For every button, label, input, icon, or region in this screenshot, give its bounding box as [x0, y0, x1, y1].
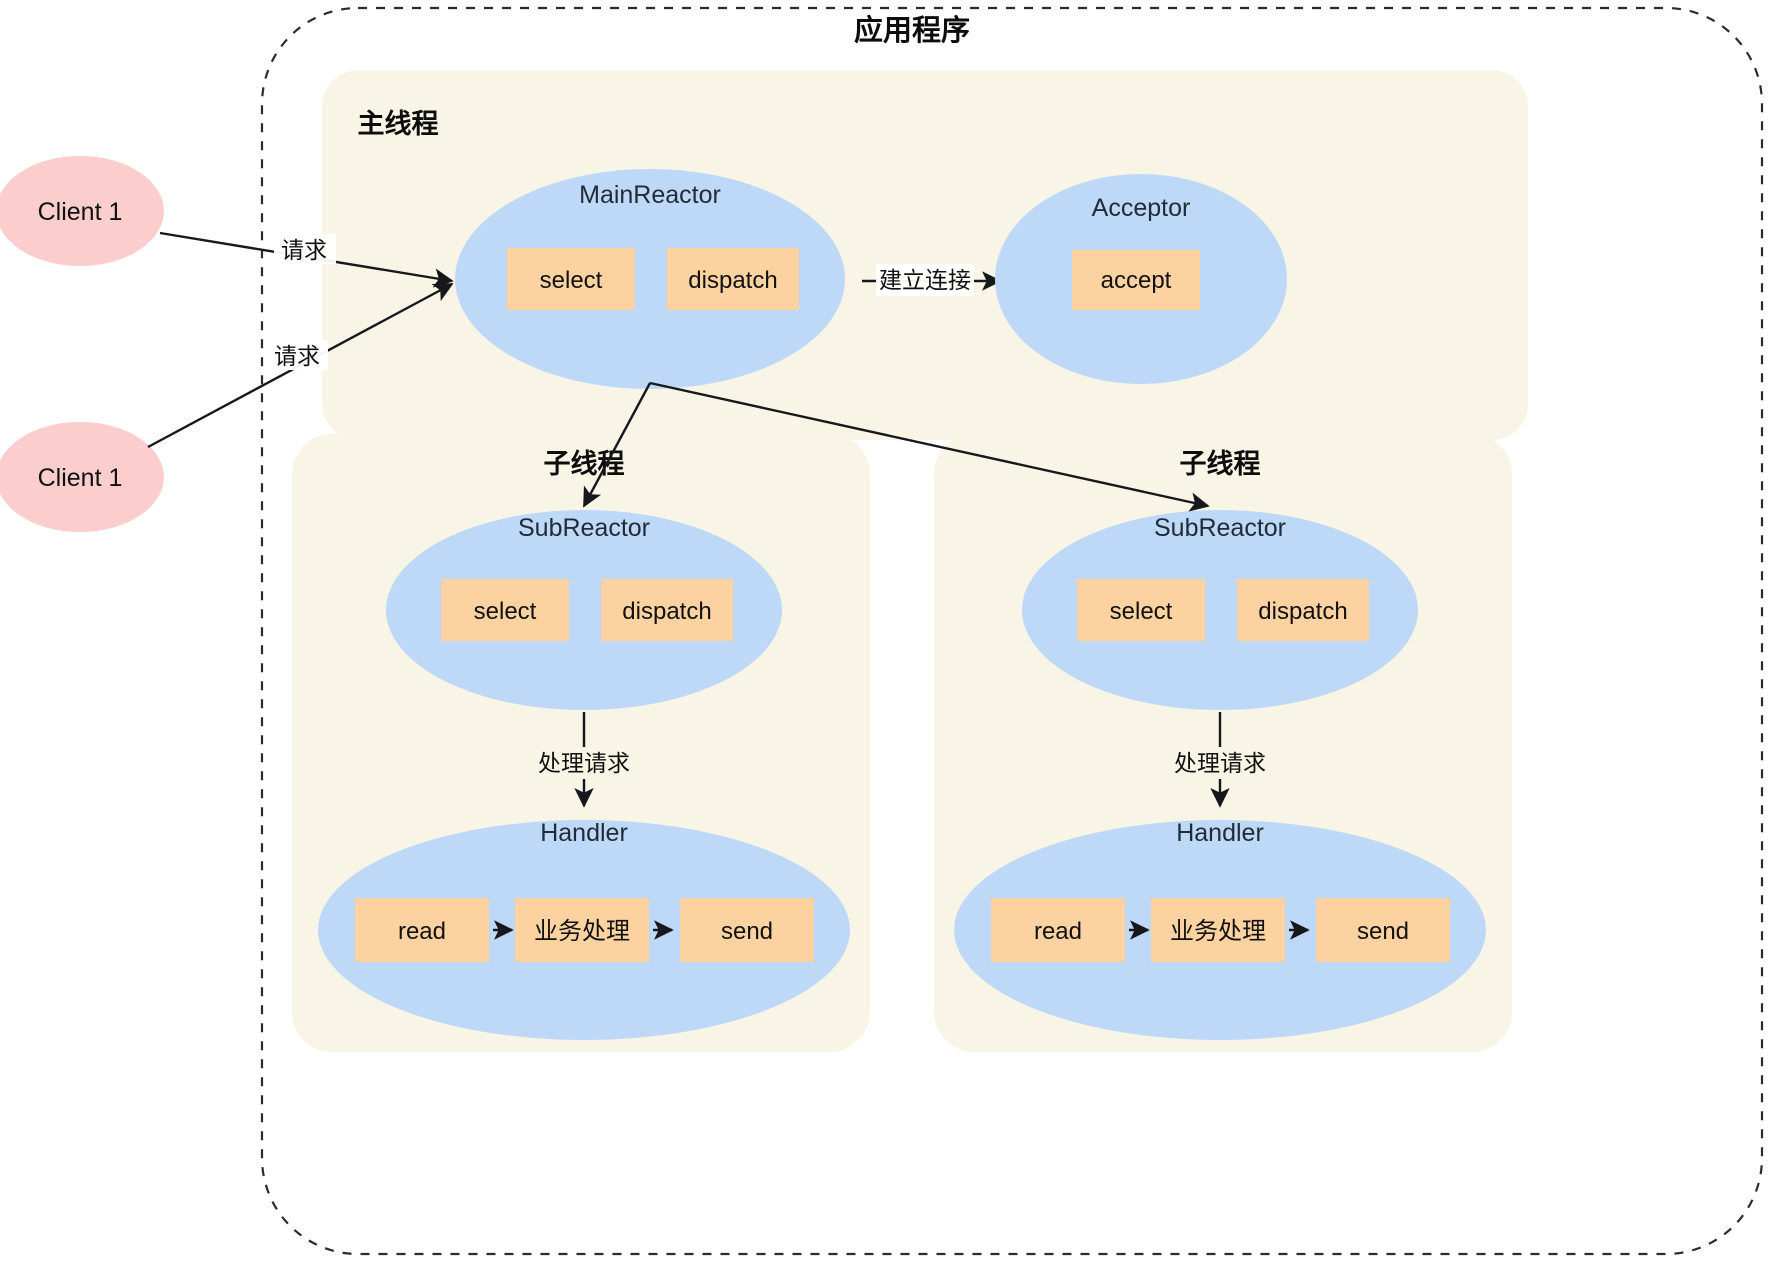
client-1-request-label-bg [274, 234, 336, 264]
sub-reactor-2-dispatch-box[interactable] [1237, 579, 1369, 641]
handler-1-title: Handler [540, 819, 628, 847]
main-reactor-dispatch-label: dispatch [688, 267, 777, 294]
client-2-label: Client 1 [38, 464, 123, 492]
main-thread-title: 主线程 [358, 109, 439, 139]
sub-thread-2-handle-label: 处理请求 [1174, 750, 1266, 776]
client-1-request-label: 请求 [281, 237, 327, 263]
client-2-request-label: 请求 [274, 343, 320, 369]
handler-2-send-label: send [1357, 918, 1409, 945]
sub-reactor-2-dispatch-label: dispatch [1258, 598, 1347, 625]
client-1-ellipse[interactable] [0, 156, 164, 266]
client-1-label: Client 1 [38, 198, 123, 226]
sub-reactor-1-title: SubReactor [518, 514, 650, 542]
sub-reactor-2-select-label: select [1110, 598, 1173, 625]
client-2-request-label-bg [266, 340, 328, 370]
main-reactor-ellipse[interactable] [455, 169, 845, 389]
handler-2-business-label: 业务处理 [1170, 918, 1266, 945]
handler-1-read-label: read [398, 918, 446, 945]
sub-reactor-1-select-box[interactable] [441, 579, 569, 641]
handler-2-send-box[interactable] [1316, 898, 1450, 962]
main-to-sub-reactor-2-arrow [649, 381, 1210, 512]
handler-1-send-box[interactable] [680, 898, 814, 962]
sub-reactor-1-dispatch-label: dispatch [622, 598, 711, 625]
acceptor-accept-box[interactable] [1072, 250, 1200, 310]
main-reactor-dispatch-box[interactable] [667, 248, 799, 310]
acceptor-accept-label: accept [1101, 267, 1172, 294]
handler-2-read-label: read [1034, 918, 1082, 945]
sub-reactor-1-dispatch-box[interactable] [601, 579, 733, 641]
sub-reactor-2-title: SubReactor [1154, 514, 1286, 542]
establish-connection-label-bg [876, 264, 974, 296]
main-reactor-select-label: select [540, 267, 603, 294]
sub-reactor-2-select-box[interactable] [1077, 579, 1205, 641]
sub-thread-2-handle-label-bg [1172, 747, 1270, 779]
handler-1-business-label: 业务处理 [534, 918, 630, 945]
sub-thread-1-handle-label-bg [536, 747, 634, 779]
application-boundary [260, 6, 1764, 1256]
handler-2-business-box[interactable] [1151, 898, 1285, 962]
handler-2-read-box[interactable] [991, 898, 1125, 962]
acceptor-title: Acceptor [1092, 194, 1191, 222]
sub-reactor-1-ellipse[interactable] [386, 510, 782, 710]
handler-1-read-box[interactable] [355, 898, 489, 962]
page-title: 应用程序 [854, 13, 970, 47]
handler-1-business-box[interactable] [515, 898, 649, 962]
sub-reactor-2-ellipse[interactable] [1022, 510, 1418, 710]
sub-reactor-1-select-label: select [474, 598, 537, 625]
sub-thread-1-handle-label: 处理请求 [538, 750, 630, 776]
main-reactor-select-box[interactable] [507, 248, 635, 310]
establish-connection-label: 建立连接 [879, 267, 971, 293]
sub-thread-2-title: 子线程 [1180, 449, 1261, 479]
handler-1-send-label: send [721, 918, 773, 945]
main-to-sub-reactor-1-arrow [582, 382, 652, 508]
main-reactor-title: MainReactor [579, 181, 721, 209]
client-2-ellipse[interactable] [0, 422, 164, 532]
handler-2-title: Handler [1176, 819, 1264, 847]
